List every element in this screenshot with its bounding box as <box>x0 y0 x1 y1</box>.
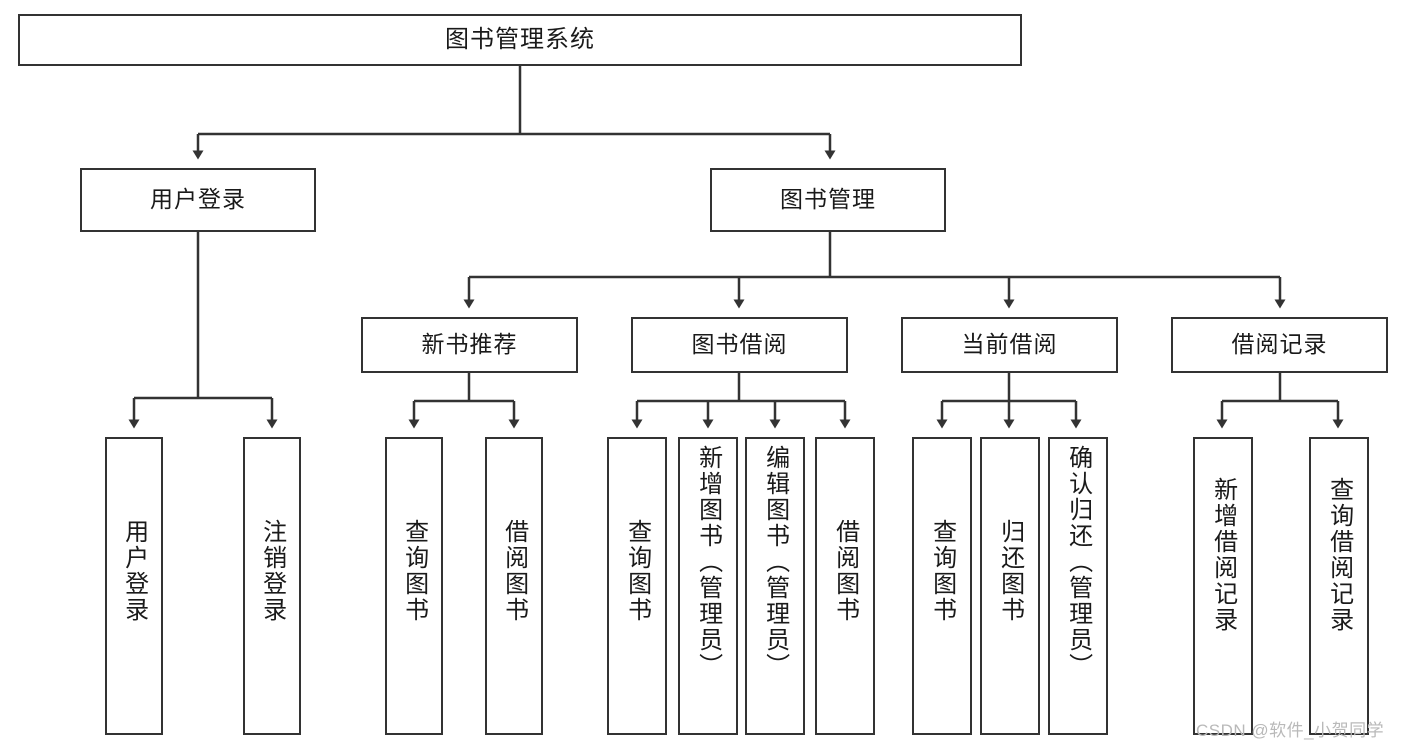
node-book-management[interactable]: 图书管理 <box>710 168 946 232</box>
leaf-query-book-current[interactable]: 查询图书 <box>912 437 972 735</box>
node-label: 图书管理 <box>780 186 876 213</box>
node-label: 查询图书 <box>928 519 956 623</box>
node-label: 确认归还（管理员） <box>1064 445 1092 679</box>
node-borrow-record[interactable]: 借阅记录 <box>1171 317 1388 373</box>
node-label: 用户登录 <box>120 519 148 623</box>
node-label: 借阅图书 <box>831 519 859 623</box>
node-label: 编辑图书（管理员） <box>761 445 789 679</box>
leaf-query-book-borrow[interactable]: 查询图书 <box>607 437 667 735</box>
node-current-borrow[interactable]: 当前借阅 <box>901 317 1118 373</box>
leaf-edit-book-admin[interactable]: 编辑图书（管理员） <box>745 437 805 735</box>
node-label: 用户登录 <box>150 186 246 213</box>
node-label: 归还图书 <box>996 519 1024 623</box>
node-label: 查询图书 <box>400 519 428 623</box>
leaf-return-book[interactable]: 归还图书 <box>980 437 1040 735</box>
node-label: 新增借阅记录 <box>1209 477 1237 633</box>
node-root-book-management-system[interactable]: 图书管理系统 <box>18 14 1022 66</box>
node-label: 图书借阅 <box>691 331 788 358</box>
leaf-borrow-book-borrow[interactable]: 借阅图书 <box>815 437 875 735</box>
node-label: 当前借阅 <box>961 331 1058 358</box>
node-book-borrow[interactable]: 图书借阅 <box>631 317 848 373</box>
leaf-borrow-book-newbook[interactable]: 借阅图书 <box>485 437 543 735</box>
node-label: 注销登录 <box>258 519 286 623</box>
node-label: 新增图书（管理员） <box>694 445 722 679</box>
leaf-query-book-newbook[interactable]: 查询图书 <box>385 437 443 735</box>
leaf-add-borrow-record[interactable]: 新增借阅记录 <box>1193 437 1253 735</box>
node-label: 图书管理系统 <box>445 25 595 53</box>
leaf-query-borrow-record[interactable]: 查询借阅记录 <box>1309 437 1369 735</box>
node-label: 查询图书 <box>623 519 651 623</box>
node-user-login[interactable]: 用户登录 <box>80 168 316 232</box>
leaf-user-login[interactable]: 用户登录 <box>105 437 163 735</box>
node-label: 新书推荐 <box>421 331 518 358</box>
csdn-watermark: CSDN @软件_小贺同学 <box>1196 721 1385 740</box>
leaf-logout[interactable]: 注销登录 <box>243 437 301 735</box>
node-label: 查询借阅记录 <box>1325 477 1353 633</box>
node-new-book-recommend[interactable]: 新书推荐 <box>361 317 578 373</box>
node-label: 借阅图书 <box>500 519 528 623</box>
node-label: 借阅记录 <box>1231 331 1328 358</box>
leaf-confirm-return-admin[interactable]: 确认归还（管理员） <box>1048 437 1108 735</box>
leaf-add-book-admin[interactable]: 新增图书（管理员） <box>678 437 738 735</box>
